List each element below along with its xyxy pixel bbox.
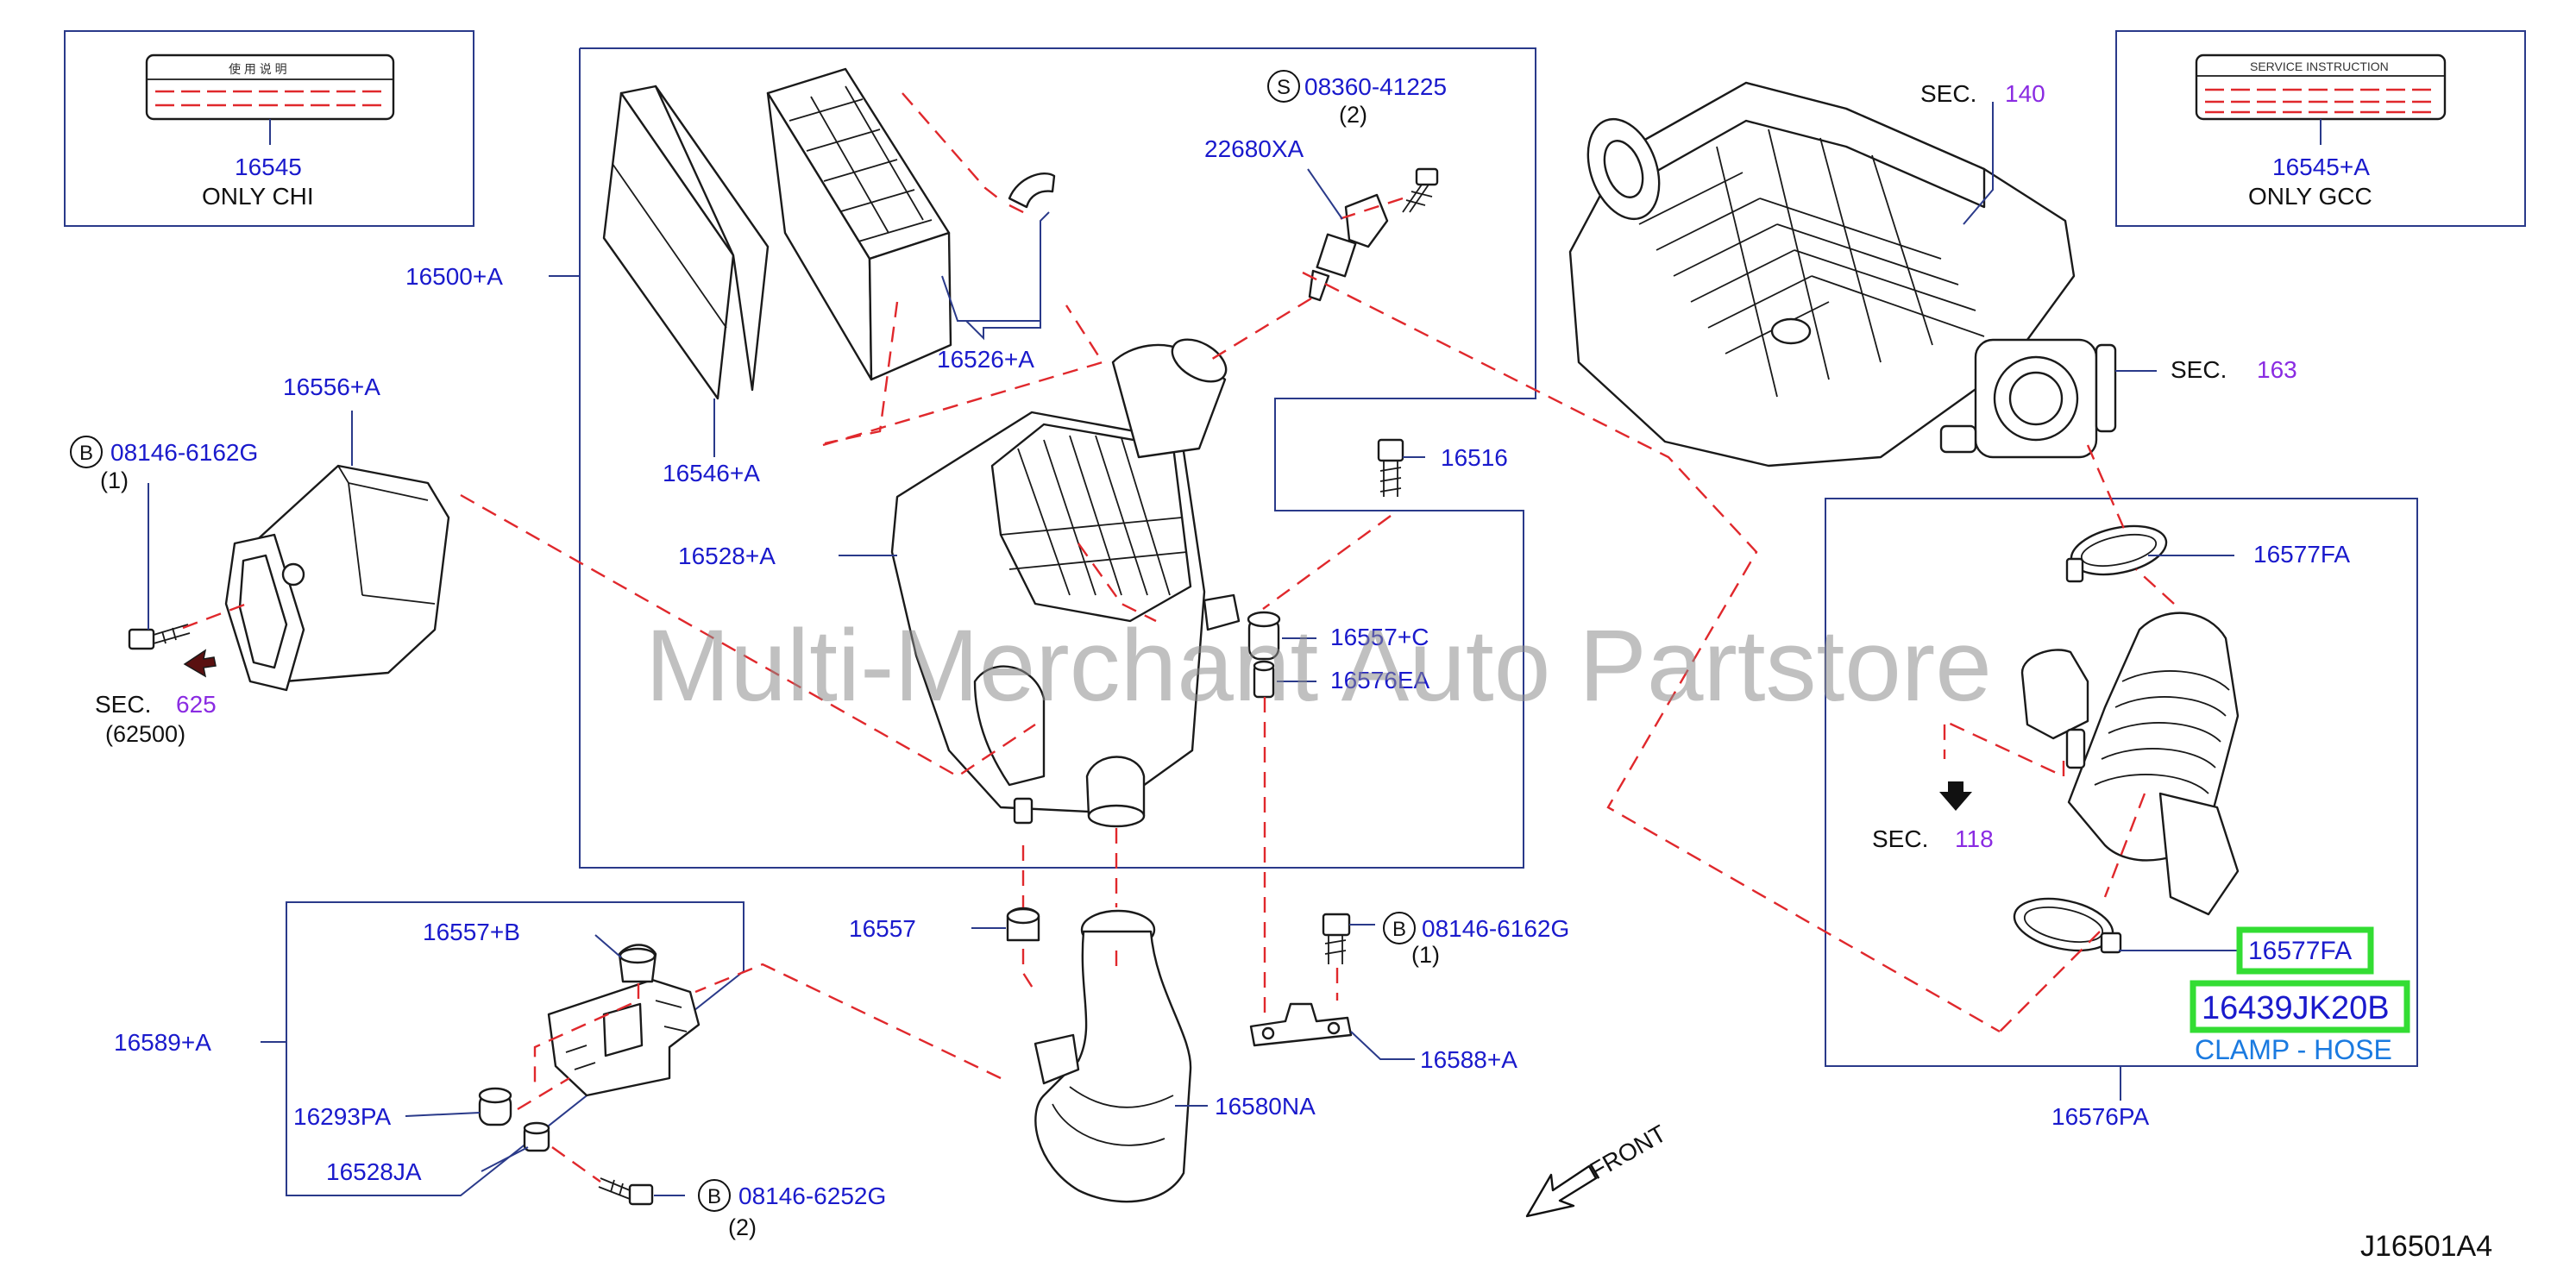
part-label-16588a: 16588+A (1420, 1046, 1517, 1073)
part-label-16557c: 16557+C (1330, 624, 1429, 650)
part-label-16545a: 16545+A (2272, 154, 2370, 180)
circle-s-text: S (1277, 76, 1291, 99)
hose-clamp-lower (2013, 897, 2122, 954)
part-label-16576pa: 16576PA (2051, 1103, 2149, 1130)
sec-label-140: SEC. (1920, 80, 1976, 107)
front-arrow-icon (1525, 1164, 1598, 1218)
sec-label-625: SEC. (95, 691, 151, 718)
air-cleaner-case (890, 338, 1241, 828)
leader-lines (148, 102, 2238, 1196)
part-label-16516: 16516 (1441, 444, 1508, 471)
part-label-08360: 08360-41225 (1304, 73, 1447, 100)
circle-b-bottom (698, 1179, 731, 1212)
sec-num-118: 118 (1955, 825, 1994, 852)
part-label-16556a: 16556+A (283, 373, 380, 400)
resonator-16580na (1034, 909, 1192, 1203)
qty-label-left: (1) (100, 467, 129, 493)
highlight-box-16439jk20b (2190, 980, 2410, 1033)
assembly-lines (182, 92, 2175, 1183)
hose-clamp-upper (2065, 524, 2168, 583)
sec-num-163: 163 (2257, 356, 2297, 383)
collar-16528ja (523, 1121, 550, 1152)
sensor-screw (1402, 167, 1439, 213)
part-label-16576ea: 16576EA (1330, 667, 1430, 693)
card-gcc-title: SERVICE INSTRUCTION (2250, 60, 2389, 73)
circle-b-left (70, 436, 103, 468)
part-label-16526a: 16526+A (937, 346, 1034, 373)
part-description-clamp-hose: CLAMP - HOSE (2195, 1034, 2392, 1065)
part-number-16439jk20b: 16439JK20B (2202, 990, 2390, 1026)
circle-b-center-text: B (1392, 918, 1406, 941)
bracket-frame (286, 901, 745, 1196)
throttle-body (1939, 338, 2117, 459)
bracket-16588a (1249, 1002, 1353, 1047)
collar-16576ea (1253, 660, 1275, 699)
highlight-box-16577fa (2236, 926, 2374, 975)
bolt-08146-left (128, 624, 191, 650)
part-label-08146-left: 08146-6162G (110, 439, 258, 466)
sec-num-140: 140 (2005, 80, 2045, 107)
diagram-code: J16501A4 (2360, 1230, 2492, 1263)
instruction-card-chi: 使 用 说 明 (145, 53, 395, 145)
circle-b-left-text: B (79, 442, 93, 465)
down-arrow-icon (1939, 781, 1972, 811)
bolt-08146-6252 (598, 1177, 654, 1206)
air-inlet-duct (224, 464, 450, 692)
label-frame-gcc (2115, 30, 2526, 227)
front-label: FRONT (1586, 1120, 1671, 1184)
air-duct-hose (2020, 612, 2240, 916)
part-label-16557b: 16557+B (423, 919, 520, 945)
bracket-16589a (547, 978, 701, 1097)
mass-air-flow-sensor (1308, 193, 1389, 302)
watermark-text: Multi-Merchant Auto Partstore (645, 609, 1992, 723)
part-label-16293pa: 16293PA (293, 1103, 391, 1130)
qty-label-08360: (2) (1339, 102, 1367, 128)
sec-label-118: SEC. (1872, 825, 1928, 852)
part-label-16577fa-top: 16577FA (2253, 541, 2350, 568)
air-cleaner-frame (579, 47, 1536, 869)
part-label-16577fa-highlight: 16577FA (2248, 937, 2352, 965)
sec-num-625: 625 (176, 691, 217, 718)
intake-manifold (1568, 81, 2076, 467)
part-label-16545: 16545 (235, 154, 302, 180)
bolt-08146-center (1322, 913, 1351, 964)
air-cleaner-cover (766, 67, 952, 381)
only-chi-label: ONLY CHI (202, 183, 314, 210)
circle-b-bottom-text: B (707, 1185, 721, 1208)
bolt-16516 (1377, 438, 1404, 497)
part-label-16589a: 16589+A (114, 1029, 211, 1056)
part-label-16580na: 16580NA (1215, 1093, 1316, 1120)
part-label-08146-center: 08146-6162G (1422, 915, 1569, 942)
part-label-16528ja: 16528JA (326, 1158, 422, 1185)
only-gcc-label: ONLY GCC (2248, 183, 2372, 210)
instruction-card-gcc: SERVICE INSTRUCTION (2195, 53, 2447, 145)
grommet-16293pa (478, 1087, 512, 1126)
part-label-16500a: 16500+A (405, 263, 503, 290)
part-label-22680xa: 22680XA (1204, 135, 1304, 162)
sec-sub-62500: (62500) (105, 721, 185, 747)
filter-element (602, 85, 770, 400)
part-label-16557: 16557 (849, 915, 916, 942)
circle-s (1267, 70, 1300, 103)
grommet-16557c (1247, 611, 1281, 661)
sec-label-163: SEC. (2171, 356, 2227, 383)
qty-label-08146-6252: (2) (728, 1214, 757, 1240)
card-chi-title: 使 用 说 明 (229, 62, 287, 76)
qty-label-08146-center: (1) (1411, 942, 1440, 968)
part-label-16546a: 16546+A (663, 460, 760, 486)
part-label-08146-6252: 08146-6252G (738, 1183, 886, 1209)
cover-clip (1008, 172, 1056, 209)
grommet-16557b (618, 944, 657, 983)
direction-arrow-icon (183, 649, 217, 678)
label-frame-chi (64, 30, 474, 227)
grommet-16557 (1006, 907, 1040, 942)
part-label-16528a: 16528+A (678, 543, 776, 569)
circle-b-center (1383, 912, 1416, 944)
